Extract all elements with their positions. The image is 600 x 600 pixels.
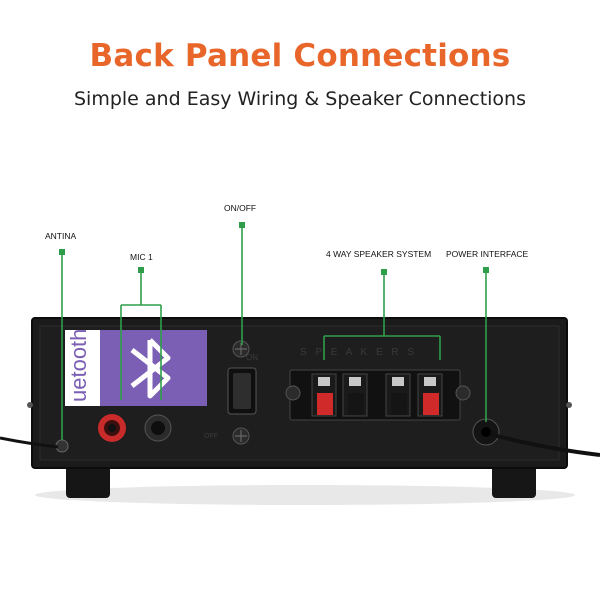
- page-subtitle: Simple and Easy Wiring & Speaker Connect…: [74, 88, 526, 110]
- left-foot: [66, 462, 110, 498]
- svg-text:OFF: OFF: [204, 433, 218, 440]
- speaker-terminal-block[interactable]: [285, 369, 471, 421]
- bluetooth-icon: [130, 338, 171, 399]
- power-switch[interactable]: [227, 367, 257, 415]
- callout-speaker-system: 4 WAY SPEAKER SYSTEM: [326, 249, 432, 259]
- antenna-cable: [0, 436, 59, 449]
- panel-letters: S P E A K E R S: [300, 347, 417, 358]
- bluetooth-sticker: uetooth: [65, 329, 207, 406]
- sticker-text: uetooth: [66, 329, 91, 402]
- callout-mic1: MIC 1: [130, 252, 153, 262]
- svg-text:ON: ON: [246, 353, 258, 362]
- power-cable: [489, 432, 600, 457]
- callout-antina: ANTINA: [45, 231, 77, 241]
- callout-power-interface: POWER INTERFACE: [446, 249, 529, 259]
- right-foot: [492, 462, 536, 498]
- callout-onoff: ON/OFF: [224, 203, 257, 213]
- page-title: Back Panel Connections: [89, 38, 511, 74]
